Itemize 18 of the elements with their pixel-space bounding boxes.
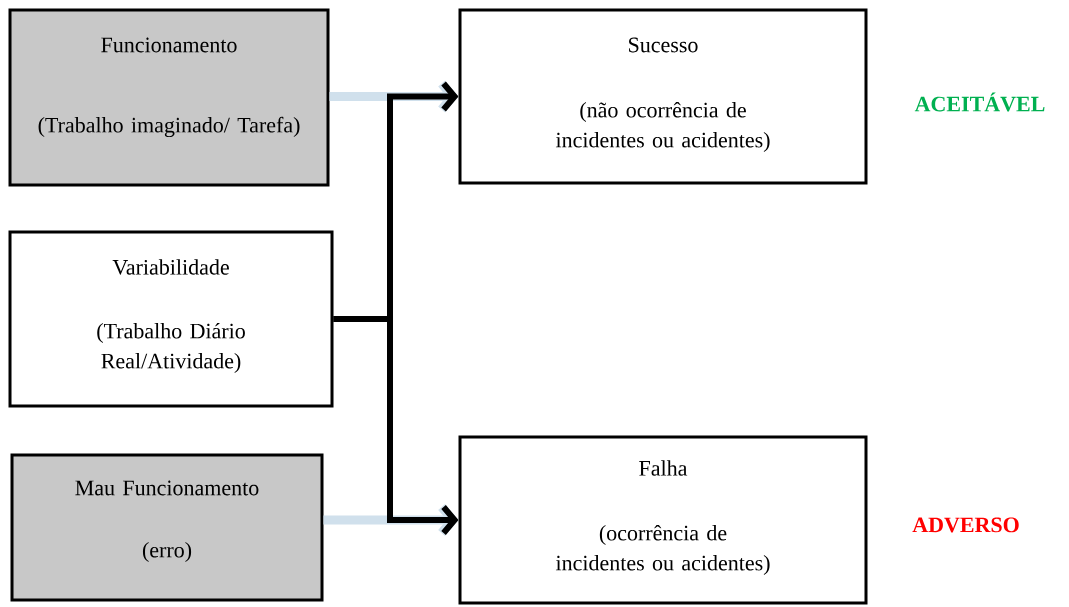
box-text: (erro) <box>142 542 192 562</box>
box-heading: Falha <box>639 460 688 476</box>
arrow <box>333 316 459 535</box>
box-text: (ocorrência de incidentes ou acidentes) <box>555 525 770 575</box>
status-label: ACEITÁVEL <box>914 92 1045 112</box>
process-box <box>8 8 330 187</box>
box-heading: Variabilidade <box>112 259 229 275</box>
process-box <box>8 230 334 408</box>
box-text: (Trabalho Diário Real/Atividade) <box>97 323 245 373</box>
box-text: (não ocorrência de incidentes ou acidentes) <box>555 102 770 152</box>
box-heading: Funcionamento <box>101 37 237 53</box>
process-box <box>458 8 868 185</box>
status-label: ADVERSO <box>912 517 1019 533</box>
box-heading: Sucesso <box>629 37 698 53</box>
process-box <box>10 453 324 602</box>
box-heading: Mau Funcionamento <box>75 480 259 496</box>
box-text: (Trabalho imaginado/ Tarefa) <box>38 116 300 138</box>
process-box <box>458 435 868 605</box>
